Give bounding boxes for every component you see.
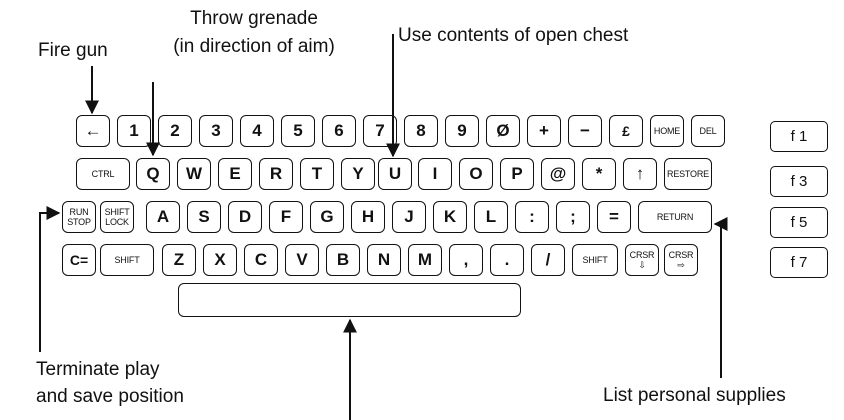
- key-at[interactable]: @: [541, 158, 575, 190]
- key-ctrl[interactable]: CTRL: [76, 158, 130, 190]
- key-equals[interactable]: =: [597, 201, 631, 233]
- key-plus[interactable]: +: [527, 115, 561, 147]
- throw-grenade-label-line1: Throw grenade: [190, 8, 318, 29]
- key-6[interactable]: 6: [322, 115, 356, 147]
- key-o[interactable]: O: [459, 158, 493, 190]
- key-asterisk[interactable]: *: [582, 158, 616, 190]
- key-1[interactable]: 1: [117, 115, 151, 147]
- key-9[interactable]: 9: [445, 115, 479, 147]
- key-g[interactable]: G: [310, 201, 344, 233]
- key-s[interactable]: S: [187, 201, 221, 233]
- key-semicolon[interactable]: ;: [556, 201, 590, 233]
- key-shift-right[interactable]: SHIFT: [572, 244, 618, 276]
- fire-gun-label: Fire gun: [38, 40, 108, 61]
- use-chest-label: Use contents of open chest: [398, 25, 629, 46]
- key-p[interactable]: P: [500, 158, 534, 190]
- key-k[interactable]: K: [433, 201, 467, 233]
- key-left-arrow[interactable]: ←: [76, 115, 110, 147]
- key-shift-left[interactable]: SHIFT: [100, 244, 154, 276]
- terminate-play-label-line2: and save position: [36, 386, 184, 407]
- key-f5[interactable]: f 5: [770, 207, 828, 238]
- key-shift-lock[interactable]: SHIFT LOCK: [100, 201, 134, 233]
- key-w[interactable]: W: [177, 158, 211, 190]
- key-3[interactable]: 3: [199, 115, 233, 147]
- list-supplies-label: List personal supplies: [603, 385, 786, 406]
- key-8[interactable]: 8: [404, 115, 438, 147]
- key-up-arrow[interactable]: ↑: [623, 158, 657, 190]
- key-t[interactable]: T: [300, 158, 334, 190]
- key-pound[interactable]: £: [609, 115, 643, 147]
- key-return[interactable]: RETURN: [638, 201, 712, 233]
- list-supplies-pointer: [713, 217, 728, 378]
- key-b[interactable]: B: [326, 244, 360, 276]
- key-crsr-right[interactable]: CRSR ⇨: [664, 244, 698, 276]
- key-a[interactable]: A: [146, 201, 180, 233]
- key-c[interactable]: C: [244, 244, 278, 276]
- key-f[interactable]: F: [269, 201, 303, 233]
- key-f1[interactable]: f 1: [770, 121, 828, 152]
- key-y[interactable]: Y: [341, 158, 375, 190]
- key-crsr-down[interactable]: CRSR ⇩: [625, 244, 659, 276]
- key-x[interactable]: X: [203, 244, 237, 276]
- key-h[interactable]: H: [351, 201, 385, 233]
- key-space[interactable]: [178, 283, 521, 317]
- key-4[interactable]: 4: [240, 115, 274, 147]
- key-l[interactable]: L: [474, 201, 508, 233]
- terminate-play-label: Terminate play and save position: [36, 359, 184, 408]
- key-v[interactable]: V: [285, 244, 319, 276]
- key-j[interactable]: J: [392, 201, 426, 233]
- terminate-play-label-line1: Terminate play: [36, 359, 160, 380]
- key-f3[interactable]: f 3: [770, 166, 828, 197]
- key-restore[interactable]: RESTORE: [664, 158, 712, 190]
- key-del[interactable]: DEL: [691, 115, 725, 147]
- key-period[interactable]: .: [490, 244, 524, 276]
- key-home[interactable]: HOME: [650, 115, 684, 147]
- key-u[interactable]: U: [378, 158, 412, 190]
- key-f7[interactable]: f 7: [770, 247, 828, 278]
- key-z[interactable]: Z: [162, 244, 196, 276]
- key-run-stop[interactable]: RUN STOP: [62, 201, 96, 233]
- throw-grenade-label-line2: (in direction of aim): [173, 36, 335, 57]
- key-q[interactable]: Q: [136, 158, 170, 190]
- key-n[interactable]: N: [367, 244, 401, 276]
- key-i[interactable]: I: [418, 158, 452, 190]
- throw-grenade-label: Throw grenade (in direction of aim): [145, 8, 363, 58]
- key-slash[interactable]: /: [531, 244, 565, 276]
- key-e[interactable]: E: [218, 158, 252, 190]
- terminate-play-pointer: [39, 206, 61, 352]
- key-2[interactable]: 2: [158, 115, 192, 147]
- key-0[interactable]: Ø: [486, 115, 520, 147]
- key-r[interactable]: R: [259, 158, 293, 190]
- key-5[interactable]: 5: [281, 115, 315, 147]
- key-7[interactable]: 7: [363, 115, 397, 147]
- key-minus[interactable]: −: [568, 115, 602, 147]
- key-m[interactable]: M: [408, 244, 442, 276]
- key-colon[interactable]: :: [515, 201, 549, 233]
- key-comma[interactable]: ,: [449, 244, 483, 276]
- key-d[interactable]: D: [228, 201, 262, 233]
- key-commodore[interactable]: C=: [62, 244, 96, 276]
